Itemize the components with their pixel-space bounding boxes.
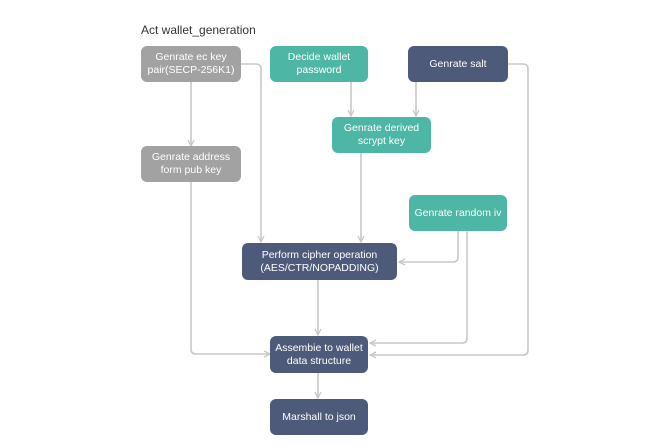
node-decide-password: Decide wallet password — [270, 46, 368, 82]
edge-eckey-to-cipher — [241, 63, 261, 242]
edge-iv-to-assemble — [370, 231, 468, 343]
edge-iv-to-cipher — [399, 231, 459, 262]
node-generate-address: Genrate address form pub key — [141, 146, 241, 182]
node-assemble-wallet: Assembie to wallet data structure — [270, 336, 368, 373]
edge-salt-to-assemble — [370, 63, 529, 355]
node-perform-cipher: Perform cipher operation (AES/CTR/NOPADD… — [242, 243, 397, 280]
node-marshal-json: Marshall to json — [270, 399, 368, 435]
node-generate-random-iv: Genrate random iv — [409, 195, 507, 231]
node-generate-ec-key: Genrate ec key pair(SECP-256K1) — [141, 46, 241, 82]
node-generate-salt: Genrate salt — [408, 46, 508, 82]
diagram-title: Act wallet_generation — [141, 23, 256, 37]
edge-address-to-assemble — [190, 182, 270, 354]
node-generate-derived-key: Genrate derived scrypt key — [332, 117, 431, 153]
